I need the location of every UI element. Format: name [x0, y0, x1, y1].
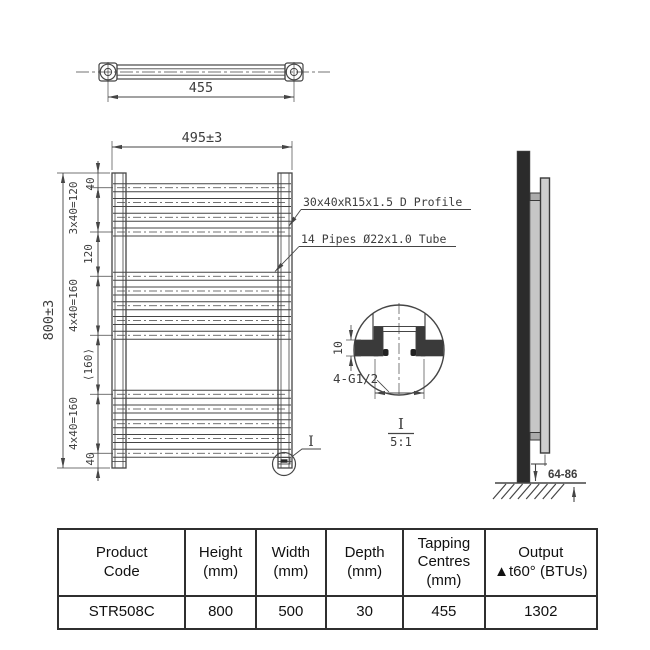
front-width-dim: 495±3: [182, 130, 223, 146]
rail-side-profile: [539, 177, 551, 454]
spec-table: Product Code Height (mm) Width (mm) Dept…: [56, 528, 599, 630]
header-height: Height (mm): [184, 528, 257, 597]
cell-output: 1302: [483, 595, 599, 630]
detail-depth-dim: 10: [331, 341, 345, 355]
side-view: 64-86: [492, 150, 586, 502]
left-rail: [111, 172, 127, 469]
detail-title: I: [398, 415, 404, 433]
top-bracket: [529, 192, 542, 201]
pipes-annotation: 14 Pipes Ø22x1.0 Tube: [301, 232, 446, 246]
floor-clearance-dim: 64-86: [548, 469, 577, 481]
thread-label: 4-G1/2: [333, 371, 378, 386]
chain-dimensions: 40 3x40=120 120 4x40=160 ⟨160⟩ 4x40=160 …: [67, 161, 113, 481]
cell-width: 500: [254, 595, 327, 630]
cell-depth: 30: [324, 595, 405, 630]
bottom-bracket: [529, 432, 542, 441]
chain-dim-3: 4x40=160: [67, 279, 80, 332]
width-dimension: 495±3: [111, 130, 293, 170]
chain-dim-1: 3x40=120: [67, 182, 80, 235]
header-product-code: Product Code: [56, 528, 187, 597]
chain-dim-2: 120: [82, 244, 95, 264]
top-view: 455: [76, 62, 330, 102]
detail-scale: 5:1: [390, 435, 412, 449]
top-view-dim: 455: [189, 80, 213, 96]
cell-height: 800: [184, 595, 257, 630]
header-width: Width (mm): [254, 528, 327, 597]
height-dimension: 800±3: [41, 172, 110, 469]
header-tapping-centres: Tapping Centres (mm): [402, 528, 486, 597]
chain-dim-6: 40: [84, 452, 97, 465]
detail-ref-label: I: [308, 434, 314, 450]
chain-dim-4: ⟨160⟩: [82, 348, 95, 381]
spec-table-data-row: STR508C 800 500 30 455 1302: [56, 595, 599, 630]
detail-view: 10 4-G1/2 I 5:1: [331, 303, 445, 449]
pipes: [113, 183, 291, 458]
header-depth: Depth (mm): [324, 528, 405, 597]
wall: [516, 150, 531, 484]
chain-dim-5: 4x40=160: [67, 397, 80, 450]
chain-dim-0: 40: [84, 177, 97, 190]
cell-product-code: STR508C: [56, 595, 187, 630]
header-output: Output ▲t60° (BTUs): [483, 528, 599, 597]
detail-balloon: I: [271, 434, 321, 477]
cell-tapping-centres: 455: [402, 595, 486, 630]
ground-hatch: [492, 483, 565, 500]
front-view: 495±3 800±3 40 3x: [41, 130, 471, 481]
annotations: 30x40xR15x1.5 D Profile 14 Pipes Ø22x1.0…: [274, 195, 471, 272]
front-height-dim: 800±3: [41, 300, 57, 341]
spec-table-header-row: Product Code Height (mm) Width (mm) Dept…: [56, 528, 599, 597]
mount-strip: [529, 195, 542, 440]
profile-annotation: 30x40xR15x1.5 D Profile: [303, 195, 462, 209]
